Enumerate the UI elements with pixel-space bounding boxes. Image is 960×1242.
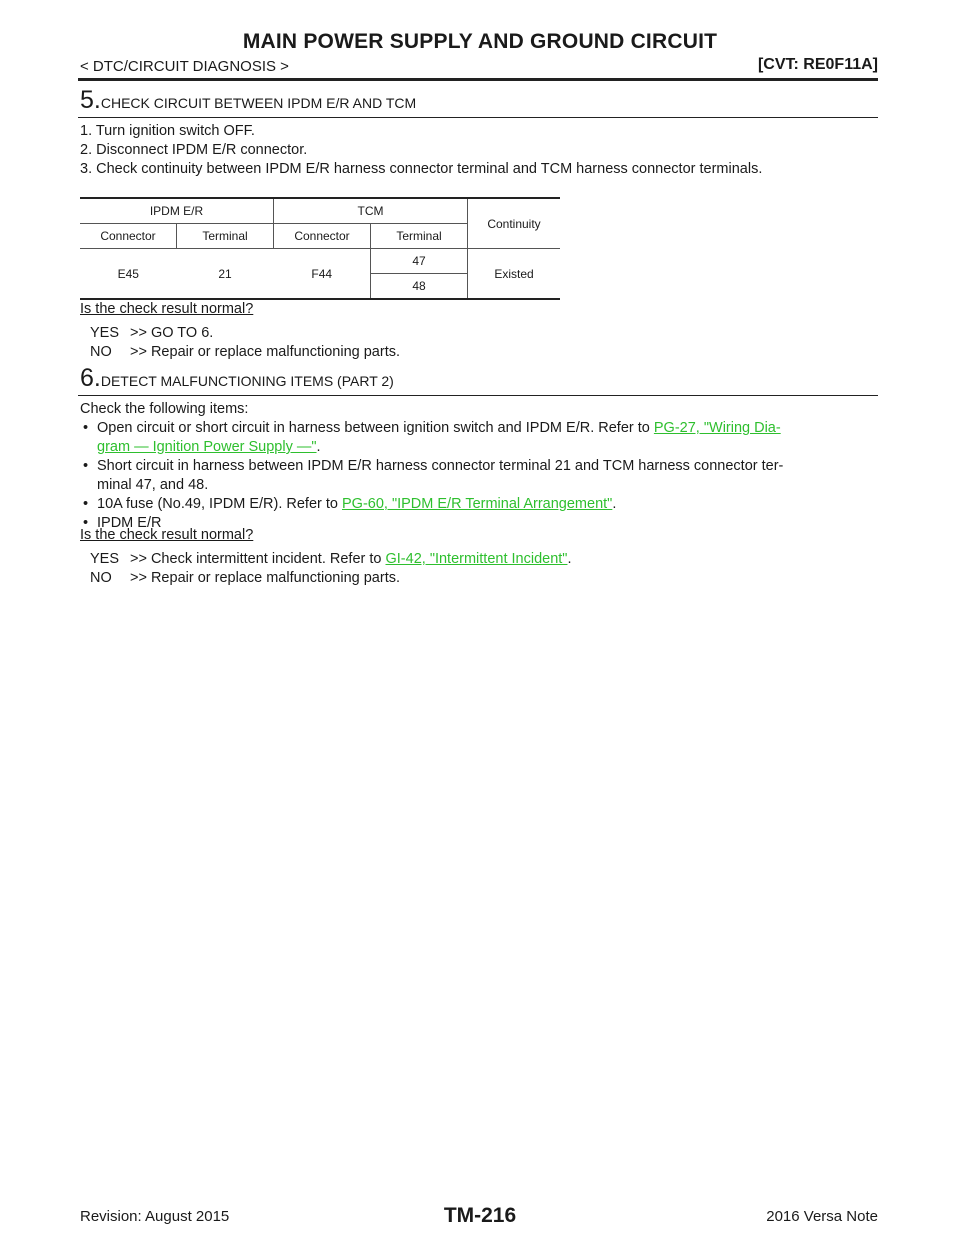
checklist-item: • 10A fuse (No.49, IPDM E/R). Refer to P… bbox=[83, 496, 617, 512]
step-5-heading: 5.CHECK CIRCUIT BETWEEN IPDM E/R AND TCM bbox=[80, 86, 416, 115]
step-6-intro: Check the following items: bbox=[80, 401, 249, 417]
header-divider bbox=[78, 78, 878, 81]
checklist-item: • IPDM E/R bbox=[80, 514, 880, 533]
model-tag: [CVT: RE0F11A] bbox=[757, 56, 878, 73]
answer-text: >> Repair or replace malfunctioning part… bbox=[130, 570, 401, 586]
table-cell-tcm-terminal: 47 bbox=[370, 248, 468, 274]
checklist-item-text: Open circuit or short circuit in harness… bbox=[97, 420, 654, 436]
bullet-icon: • bbox=[83, 420, 89, 436]
checklist-item-text-cont: minal 47, and 48. bbox=[97, 477, 209, 493]
step-5-instructions: 1. Turn ignition switch OFF. 2. Disconne… bbox=[80, 122, 762, 179]
table-cell-tcm-connector: F44 bbox=[311, 266, 333, 281]
continuity-table: IPDM E/R TCM Continuity Connector Termin… bbox=[80, 197, 560, 300]
instruction-item: 3. Check continuity between IPDM E/R har… bbox=[80, 161, 763, 177]
revision-label: Revision: August 2015 bbox=[80, 1208, 230, 1225]
answer-key: NO bbox=[90, 570, 112, 586]
answer-no: NO >> Repair or replace malfunctioning pa… bbox=[90, 569, 572, 588]
step-6-checklist: • Open circuit or short circuit in harne… bbox=[80, 419, 880, 533]
answer-key: NO bbox=[90, 344, 112, 360]
step-6-divider bbox=[78, 395, 878, 396]
page-title: MAIN POWER SUPPLY AND GROUND CIRCUIT bbox=[242, 30, 718, 53]
link-pg27-wiring-diagram-cont[interactable]: gram — Ignition Power Supply —" bbox=[97, 439, 317, 455]
bullet-icon: • bbox=[83, 496, 89, 512]
table-cell-ipdm-connector: E45 bbox=[117, 266, 139, 281]
table-cell-continuity: Existed bbox=[467, 248, 560, 299]
link-gi42-intermittent-incident[interactable]: GI-42, "Intermittent Incident" bbox=[385, 551, 568, 567]
table-cell-ipdm-terminal: 21 bbox=[218, 266, 232, 281]
link-pg60-terminal-arrangement[interactable]: PG-60, "IPDM E/R Terminal Arrangement" bbox=[342, 496, 613, 512]
table-header-ipdm: IPDM E/R bbox=[80, 198, 274, 224]
step-5-answers: YES >> GO TO 6. NO >> Repair or replace ma… bbox=[90, 324, 400, 362]
table-subheader: Terminal bbox=[370, 223, 468, 249]
table-cell-tcm-terminal: 48 bbox=[370, 273, 468, 299]
step-5-divider bbox=[78, 117, 878, 118]
vehicle-label: 2016 Versa Note bbox=[766, 1208, 878, 1225]
bullet-icon: • bbox=[83, 515, 89, 531]
answer-key: YES bbox=[90, 551, 120, 567]
breadcrumb: < DTC/CIRCUIT DIAGNOSIS > bbox=[80, 58, 289, 75]
table-subheader: Terminal bbox=[176, 223, 274, 249]
bullet-icon: • bbox=[83, 458, 89, 474]
answer-text: >> Check intermittent incident. Refer to bbox=[130, 551, 386, 567]
answer-yes: YES >> Check intermittent incident. Refer… bbox=[90, 551, 572, 567]
checklist-item-text: 10A fuse (No.49, IPDM E/R). Refer to bbox=[97, 496, 342, 512]
answer-yes: YES >> GO TO 6. bbox=[90, 324, 400, 343]
step-6-number: 6. bbox=[80, 364, 101, 392]
checklist-item: • Open circuit or short circuit in harne… bbox=[83, 420, 781, 455]
step-5-title: CHECK CIRCUIT BETWEEN IPDM E/R AND TCM bbox=[100, 95, 417, 111]
link-pg27-wiring-diagram[interactable]: PG-27, "Wiring Dia- bbox=[653, 420, 781, 436]
step-6-title: DETECT MALFUNCTIONING ITEMS (PART 2) bbox=[100, 373, 394, 389]
step-6-question: Is the check result normal? bbox=[80, 527, 254, 543]
answer-text: >> GO TO 6. bbox=[130, 325, 214, 341]
step-6-heading: 6.DETECT MALFUNCTIONING ITEMS (PART 2) bbox=[80, 364, 394, 393]
answer-key: YES bbox=[90, 325, 120, 341]
answer-text: >> Repair or replace malfunctioning part… bbox=[130, 344, 401, 360]
answer-no: NO >> Repair or replace malfunctioning pa… bbox=[90, 343, 400, 362]
table-subheader: Connector bbox=[80, 223, 177, 249]
table-header-continuity: Continuity bbox=[467, 198, 560, 249]
table-header-tcm: TCM bbox=[273, 198, 468, 224]
page-number: TM-216 bbox=[443, 1204, 517, 1227]
step-5-number: 5. bbox=[80, 86, 101, 114]
step-5-question: Is the check result normal? bbox=[80, 301, 254, 317]
checklist-item-text: Short circuit in harness between IPDM E/… bbox=[97, 458, 784, 474]
table-subheader: Connector bbox=[273, 223, 371, 249]
instruction-item: 1. Turn ignition switch OFF. bbox=[80, 123, 255, 139]
checklist-item-text: IPDM E/R bbox=[97, 515, 162, 531]
instruction-item: 2. Disconnect IPDM E/R connector. bbox=[80, 142, 308, 158]
step-6-answers: YES >> Check intermittent incident. Refer… bbox=[90, 550, 572, 588]
checklist-item: • Short circuit in harness between IPDM … bbox=[80, 457, 880, 495]
